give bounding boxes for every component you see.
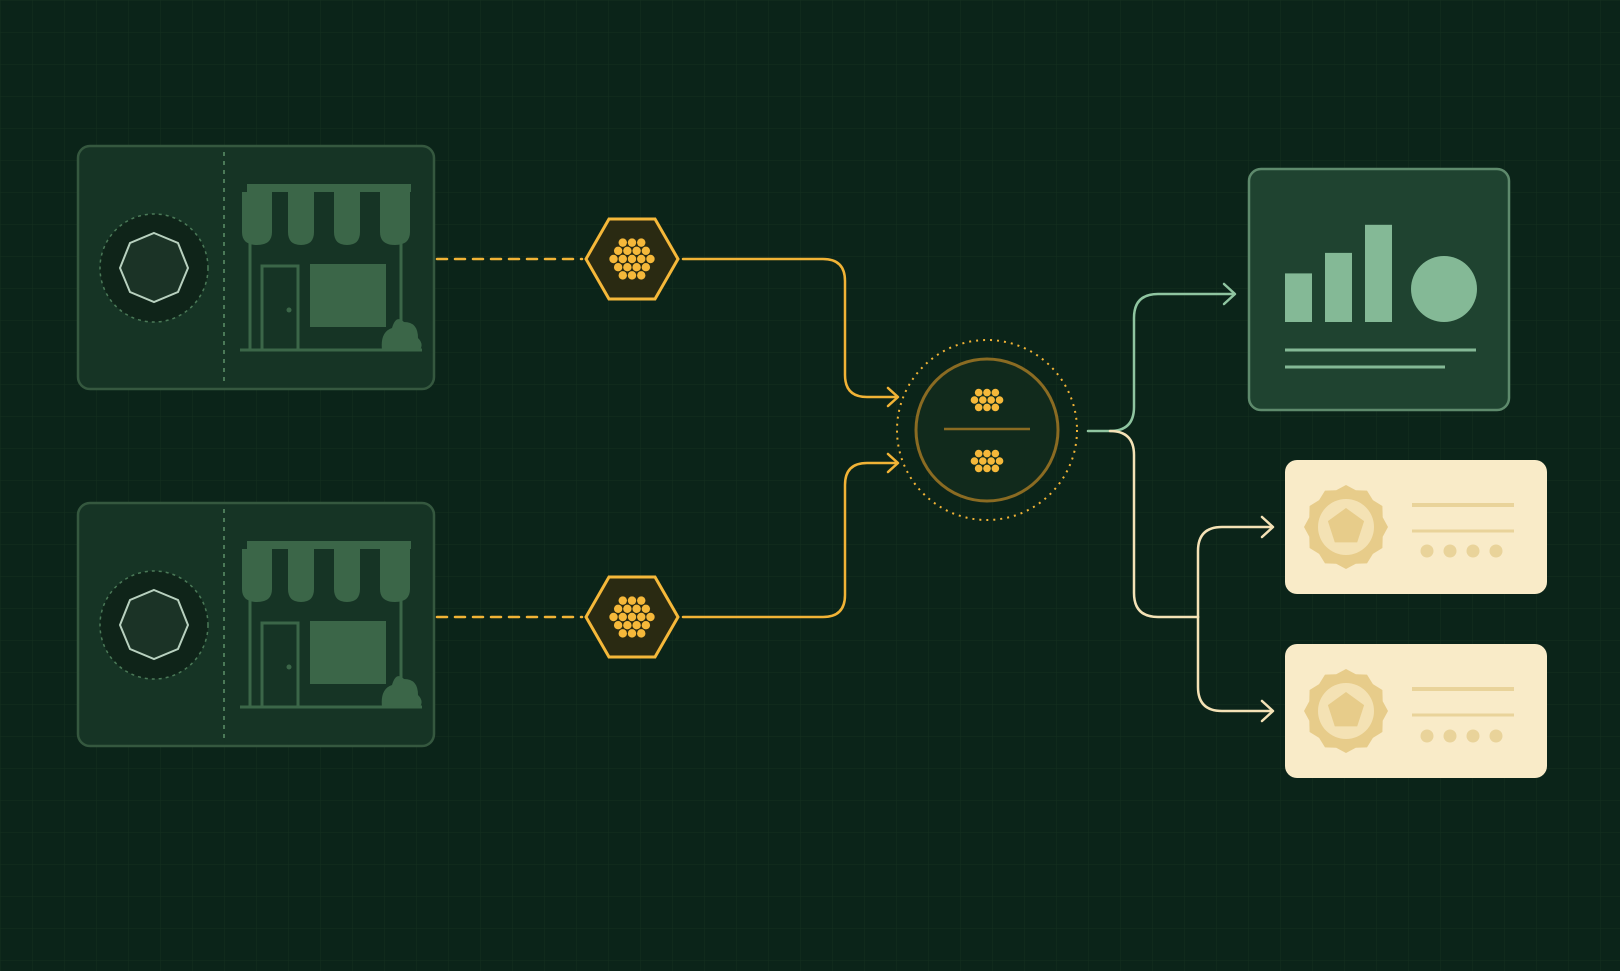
honeycomb-cell (627, 612, 637, 622)
honeycomb-cell (609, 254, 618, 264)
honeycomb-cell (618, 596, 627, 605)
honeycomb-cell (618, 612, 627, 622)
arrow-head-hub-top (886, 386, 900, 408)
honeycomb-cell (632, 262, 641, 272)
honeycomb-cell (637, 271, 646, 280)
honeycomb-cell (627, 254, 637, 264)
arrow-head-card-top (1260, 515, 1275, 539)
honeycomb-cell (609, 612, 618, 622)
honeycomb-cell (632, 620, 641, 630)
honeycomb-cell (623, 262, 632, 272)
honeycomb-cell (991, 403, 1000, 412)
rating-dot (1420, 729, 1434, 743)
honeycomb-cell (974, 449, 983, 458)
report-bar (1285, 273, 1312, 322)
arrow-head-card-bottom (1260, 699, 1275, 723)
honeycomb-cell (613, 262, 623, 272)
honeycomb-cell (641, 604, 651, 614)
honeycomb-cell (641, 262, 651, 272)
edge-token-top-to-hub (681, 257, 899, 399)
rating-dot (1420, 544, 1434, 558)
rating-dot (1443, 544, 1457, 558)
honeycomb-cell (623, 604, 632, 614)
store-panel-bottom (76, 501, 436, 748)
edge-hub-to-branch (1108, 429, 1200, 619)
honeycomb-cell (991, 388, 1000, 397)
honeycomb-cell (632, 604, 641, 614)
honeycomb-cell (983, 464, 991, 473)
storefront-icon (240, 184, 422, 352)
honeycomb-cell (632, 246, 641, 256)
honeycomb-cell (983, 388, 991, 397)
honeycomb-cell (995, 396, 1004, 404)
honeycomb-cell (627, 271, 637, 280)
honeycomb-cell (613, 246, 623, 256)
honeycomb-cell (995, 457, 1004, 465)
octagon-badge-icon (99, 570, 209, 680)
honeycomb-cell (637, 254, 646, 264)
honeycomb-cell (637, 238, 646, 247)
honeycomb-cell (613, 620, 623, 630)
honeycomb-token-icon (584, 575, 680, 659)
honeycomb-cell (991, 464, 1000, 473)
storefront-icon (240, 541, 422, 709)
honeycomb-cell (613, 604, 623, 614)
rating-dot (1489, 544, 1503, 558)
report-bar (1365, 224, 1392, 322)
honeycomb-cell (987, 396, 995, 404)
honeycomb-cell (646, 254, 655, 264)
honeycomb-token-icon (584, 217, 680, 301)
rating-dot (1466, 729, 1480, 743)
octagon-badge-icon (99, 213, 209, 323)
honeycomb-cell (641, 620, 651, 630)
seal-badge-icon (1304, 485, 1388, 569)
arrow-head-hub-bottom (886, 452, 900, 474)
honeycomb-cell (623, 620, 632, 630)
honeycomb-cell (970, 396, 979, 404)
honeycomb-cell (641, 246, 651, 256)
seal-badge-icon (1304, 669, 1388, 753)
honeycomb-cell (637, 629, 646, 638)
honeycomb-cell (974, 464, 983, 473)
merge-hub-icon (896, 339, 1078, 521)
rating-dot (1466, 544, 1480, 558)
edge-token-bottom-to-hub (681, 461, 899, 619)
honeycomb-cell (618, 238, 627, 247)
rating-dot (1489, 729, 1503, 743)
honeycomb-cell (974, 403, 983, 412)
store-panel-top (76, 144, 436, 391)
report-bars (1285, 224, 1392, 322)
honeycomb-cell (987, 457, 995, 465)
honeycomb-cell (979, 457, 987, 465)
honeycomb-cell (974, 388, 983, 397)
rating-dot (1443, 729, 1457, 743)
edge-branch-to-card-top (1196, 525, 1274, 619)
honeycomb-cell (618, 254, 627, 264)
bar-chart-report-icon (1247, 167, 1511, 412)
honeycomb-cell (627, 238, 637, 247)
honeycomb-cell (970, 457, 979, 465)
honeycomb-cell (637, 596, 646, 605)
honeycomb-cell (618, 629, 627, 638)
honeycomb-cell (627, 596, 637, 605)
reward-card-top (1285, 460, 1547, 594)
report-pie-mark (1411, 256, 1477, 322)
honeycomb-cell (637, 612, 646, 622)
honeycomb-cell (991, 449, 1000, 458)
honeycomb-cell (627, 629, 637, 638)
report-bar (1325, 252, 1352, 322)
connectors (435, 257, 1275, 723)
honeycomb-cell (623, 246, 632, 256)
arrow-head-report (1222, 282, 1237, 306)
edge-hub-to-report (1086, 292, 1236, 433)
edge-branch-to-card-bottom (1196, 615, 1274, 713)
honeycomb-cell (983, 449, 991, 458)
honeycomb-cell (979, 396, 987, 404)
honeycomb-cell (618, 271, 627, 280)
honeycomb-cell (646, 612, 655, 622)
reward-card-bottom (1285, 644, 1547, 778)
honeycomb-cell (983, 403, 991, 412)
